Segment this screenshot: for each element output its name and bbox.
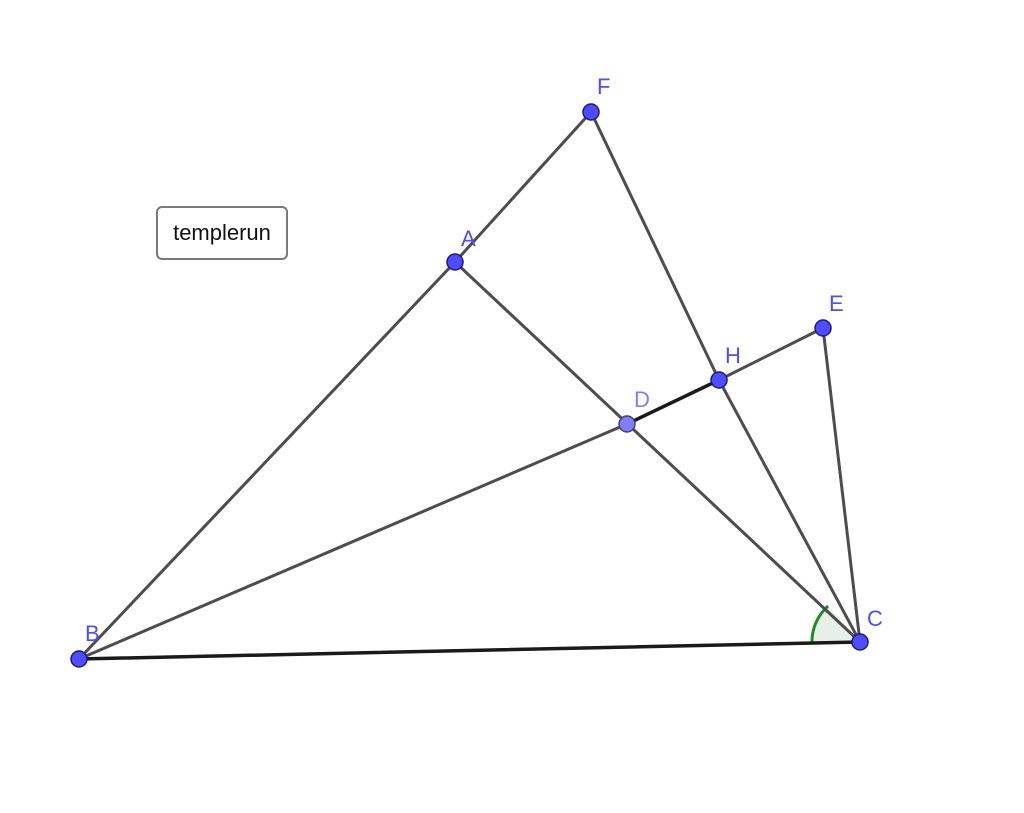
point-d[interactable] [618, 415, 636, 433]
point-a[interactable] [446, 253, 464, 271]
templerun-button[interactable]: templerun [156, 206, 288, 260]
point-f[interactable] [582, 103, 600, 121]
point-h[interactable] [710, 371, 728, 389]
point-c[interactable] [851, 633, 869, 651]
segment-bd[interactable] [77, 422, 629, 661]
label-d: D [634, 387, 650, 412]
segment-fh[interactable] [589, 110, 721, 382]
label-c: C [867, 606, 883, 631]
point-b[interactable] [70, 650, 88, 668]
label-b: B [85, 621, 100, 646]
label-h: H [725, 343, 741, 368]
segment-dh[interactable] [625, 378, 721, 426]
label-a: A [461, 226, 476, 251]
segment-ac[interactable] [453, 260, 862, 644]
segment-ec[interactable] [821, 326, 862, 644]
segment-bc[interactable] [77, 640, 862, 661]
segment-hc[interactable] [717, 378, 862, 644]
segment-ba[interactable] [77, 260, 457, 661]
label-e: E [829, 291, 844, 316]
angle-marker-fill [811, 606, 860, 644]
point-e[interactable] [814, 319, 832, 337]
segment-af[interactable] [453, 110, 593, 264]
segment-he[interactable] [717, 326, 825, 382]
label-f: F [597, 74, 610, 99]
